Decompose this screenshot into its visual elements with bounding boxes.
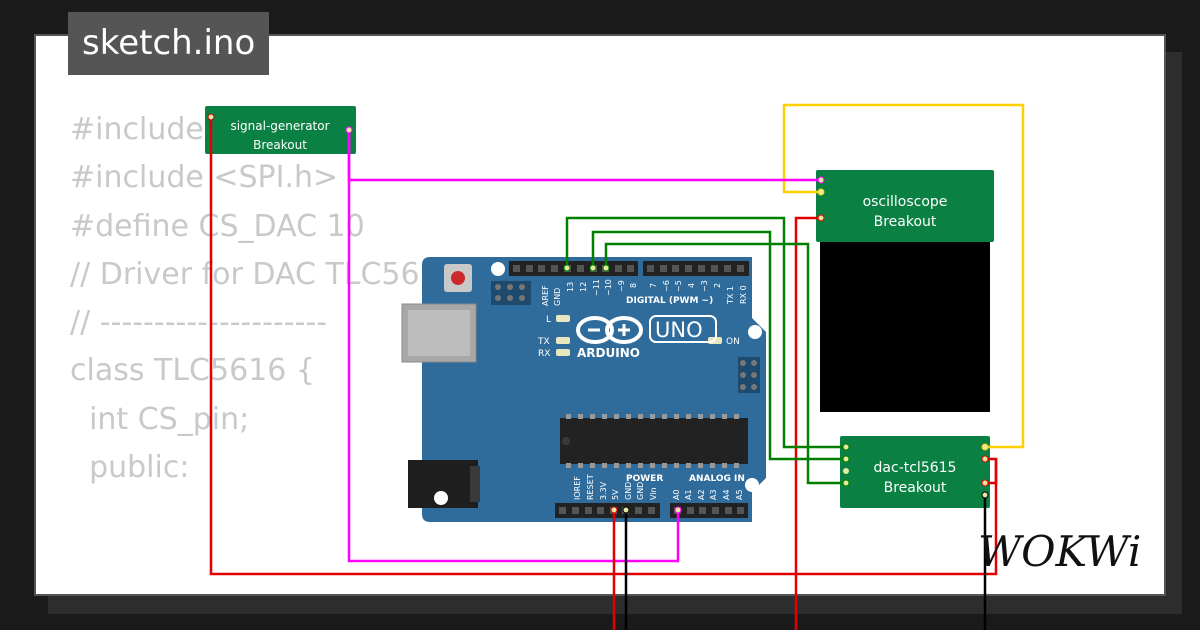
pin-endpoints [207,113,989,514]
wire-magenta-a0[interactable] [347,130,680,563]
dac-name: dac-tcl5615 [874,460,957,476]
led-l-label: L [546,315,551,325]
atmega-chip [560,418,748,464]
mounting-hole [491,262,505,276]
code-line: int CS_pin; [70,401,250,437]
pin-label: ~9 [617,280,626,292]
arduino-logo-icon [576,316,643,344]
dac-tcl5615-breakout[interactable]: dac-tcl5615 Breakout [840,436,990,508]
pin-label: AREF [541,285,550,306]
pin-label: A4 [722,489,731,500]
pin-label: ~6 [662,280,671,292]
wire-green-11[interactable] [591,230,846,461]
code-line: public: [70,450,190,486]
arduino-brand: ARDUINO [577,346,640,360]
led-rx-label: RX [538,349,550,359]
wire-magenta-scope[interactable] [347,130,821,182]
pin-label: RX 0 [739,285,748,304]
arduino-uno-board[interactable]: AREF GND 13 12 ~11 ~10 ~9 8 7 ~6 ~5 4 ~3… [401,257,766,522]
pin-label: 5V [611,489,620,500]
wire-green-13[interactable] [565,216,846,449]
pin-label: 3.3V [599,481,608,500]
pin-label: A1 [684,489,693,500]
dac-sub: Breakout [884,480,947,496]
pin-label: ~5 [674,280,683,292]
led-on-label: ON [726,337,740,347]
pin-label: Vin [649,487,658,500]
pin-label: 4 [687,283,696,288]
signal-generator-sub: Breakout [253,138,307,152]
led-rx [556,349,570,356]
pin-label: A5 [735,489,744,500]
led-tx-label: TX [537,337,550,347]
wire-yellow[interactable] [782,103,1025,449]
pin-label: ~11 [592,279,601,296]
wokwi-logo: WOKWi [978,527,1141,576]
pin-label: 2 [713,283,722,288]
power-header [555,503,660,518]
oscilloscope-screen [820,238,990,412]
code-line: #define CS_DAC 10 [70,208,365,244]
mounting-hole [748,325,762,339]
mounting-hole [745,478,759,492]
oscilloscope-name: oscilloscope [863,194,948,210]
pin-label: A2 [697,489,706,500]
pin-label: ~10 [604,279,613,296]
pin-label: RESET [586,474,595,500]
digital-pwm-label: DIGITAL (PWM ~) [626,296,713,306]
pin-label: ~3 [700,280,709,292]
pin-label: GND [553,288,562,306]
wires [209,103,1025,630]
pin-label: A3 [709,489,718,500]
code-line: class TLC5616 { [70,353,315,389]
pin-label: 12 [579,282,588,292]
led-l [556,315,570,322]
uno-label: UNO [655,318,703,342]
pin-label: GND [624,482,633,500]
oscilloscope-breakout[interactable]: oscilloscope Breakout [816,170,994,412]
signal-generator-breakout[interactable]: signal-generator Breakout [205,106,356,154]
pin-label: GND [636,482,645,500]
led-tx [556,337,570,344]
wire-red-scope[interactable] [794,216,821,630]
tab-title[interactable]: sketch.ino [68,12,270,75]
pin-label: 13 [566,282,575,292]
wire-red-signal[interactable] [209,117,998,576]
pin-label: A0 [672,489,681,500]
wire-green-10[interactable] [604,242,846,485]
analog-in-label: ANALOG IN [689,474,745,484]
analog-header [670,503,748,518]
pin-label: IOREF [573,476,582,500]
pin-label: 7 [649,283,658,288]
code-line: #include <SPI.h> [70,160,339,196]
signal-generator-name: signal-generator [230,119,329,133]
mounting-hole [434,491,448,505]
pin-label: TX 1 [726,286,735,305]
power-label: POWER [626,474,663,484]
code-line: // --------------------- [70,305,328,341]
pin-label: 8 [629,283,638,288]
digital-header-right [643,261,749,276]
oscilloscope-sub: Breakout [874,214,937,230]
